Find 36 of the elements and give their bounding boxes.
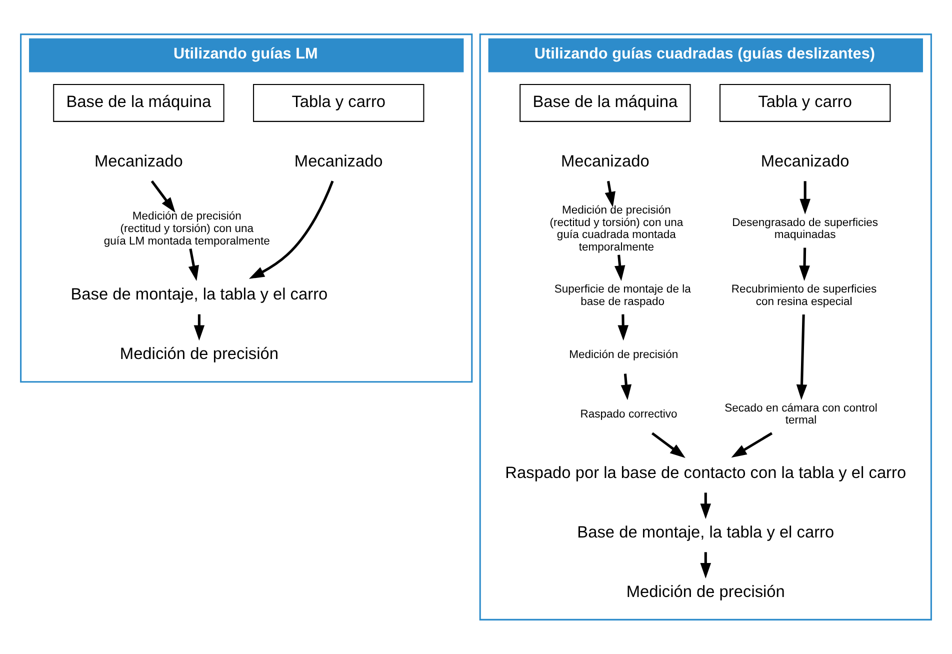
node-text: Desengrasado de superficies maquinadas [732, 216, 878, 242]
node-box: Base de la máquina [53, 84, 224, 122]
arrow [651, 432, 686, 458]
arrow [614, 254, 626, 281]
node-text: Raspado correctivo [580, 408, 678, 421]
arrow [731, 432, 773, 458]
arrow [194, 314, 205, 341]
node-text: Medición de precisión (rectitud y torsión) con una guía cuadrada montada temporalmente [550, 204, 684, 254]
node-text: Medición de precisión [626, 582, 785, 601]
node-text: Medición de precisión (rectitud y torsión) con una guía LM montada temporalmente [104, 210, 270, 248]
node-text: Medición de precisión [569, 349, 678, 362]
arrow [604, 180, 616, 208]
node-text: Superficie de montaje de la base de raspado [554, 283, 691, 308]
node-box: Base de la máquina [520, 84, 691, 122]
arrow [799, 248, 810, 281]
node-text: Base de montaje, la tabla y el carro [70, 286, 328, 304]
node-text: Raspado por la base de contacto con la tabla y el carro [505, 464, 906, 482]
arrow [188, 248, 199, 281]
node-text: Mecanizado [94, 152, 183, 170]
arrow [618, 314, 628, 341]
node-text: Mecanizado [560, 152, 650, 170]
node-text: Secado en cámara con control termal [724, 402, 878, 427]
node-text: Recubrimiento de superficies con resina especial [731, 283, 877, 308]
arrow [248, 180, 334, 279]
node-text: Medición de precisión [120, 345, 278, 364]
arrow [700, 552, 712, 578]
node-box: Tabla y carro [719, 84, 891, 122]
arrow [620, 374, 632, 400]
node-text: Mecanizado [760, 152, 850, 170]
arrow [800, 181, 810, 214]
node-text: Mecanizado [294, 152, 383, 170]
arrow [700, 492, 712, 519]
arrow [796, 314, 808, 400]
node-text: Base de montaje, la tabla y el carro [577, 523, 834, 542]
arrow [150, 180, 176, 213]
node-box: Tabla y carro [253, 84, 424, 122]
